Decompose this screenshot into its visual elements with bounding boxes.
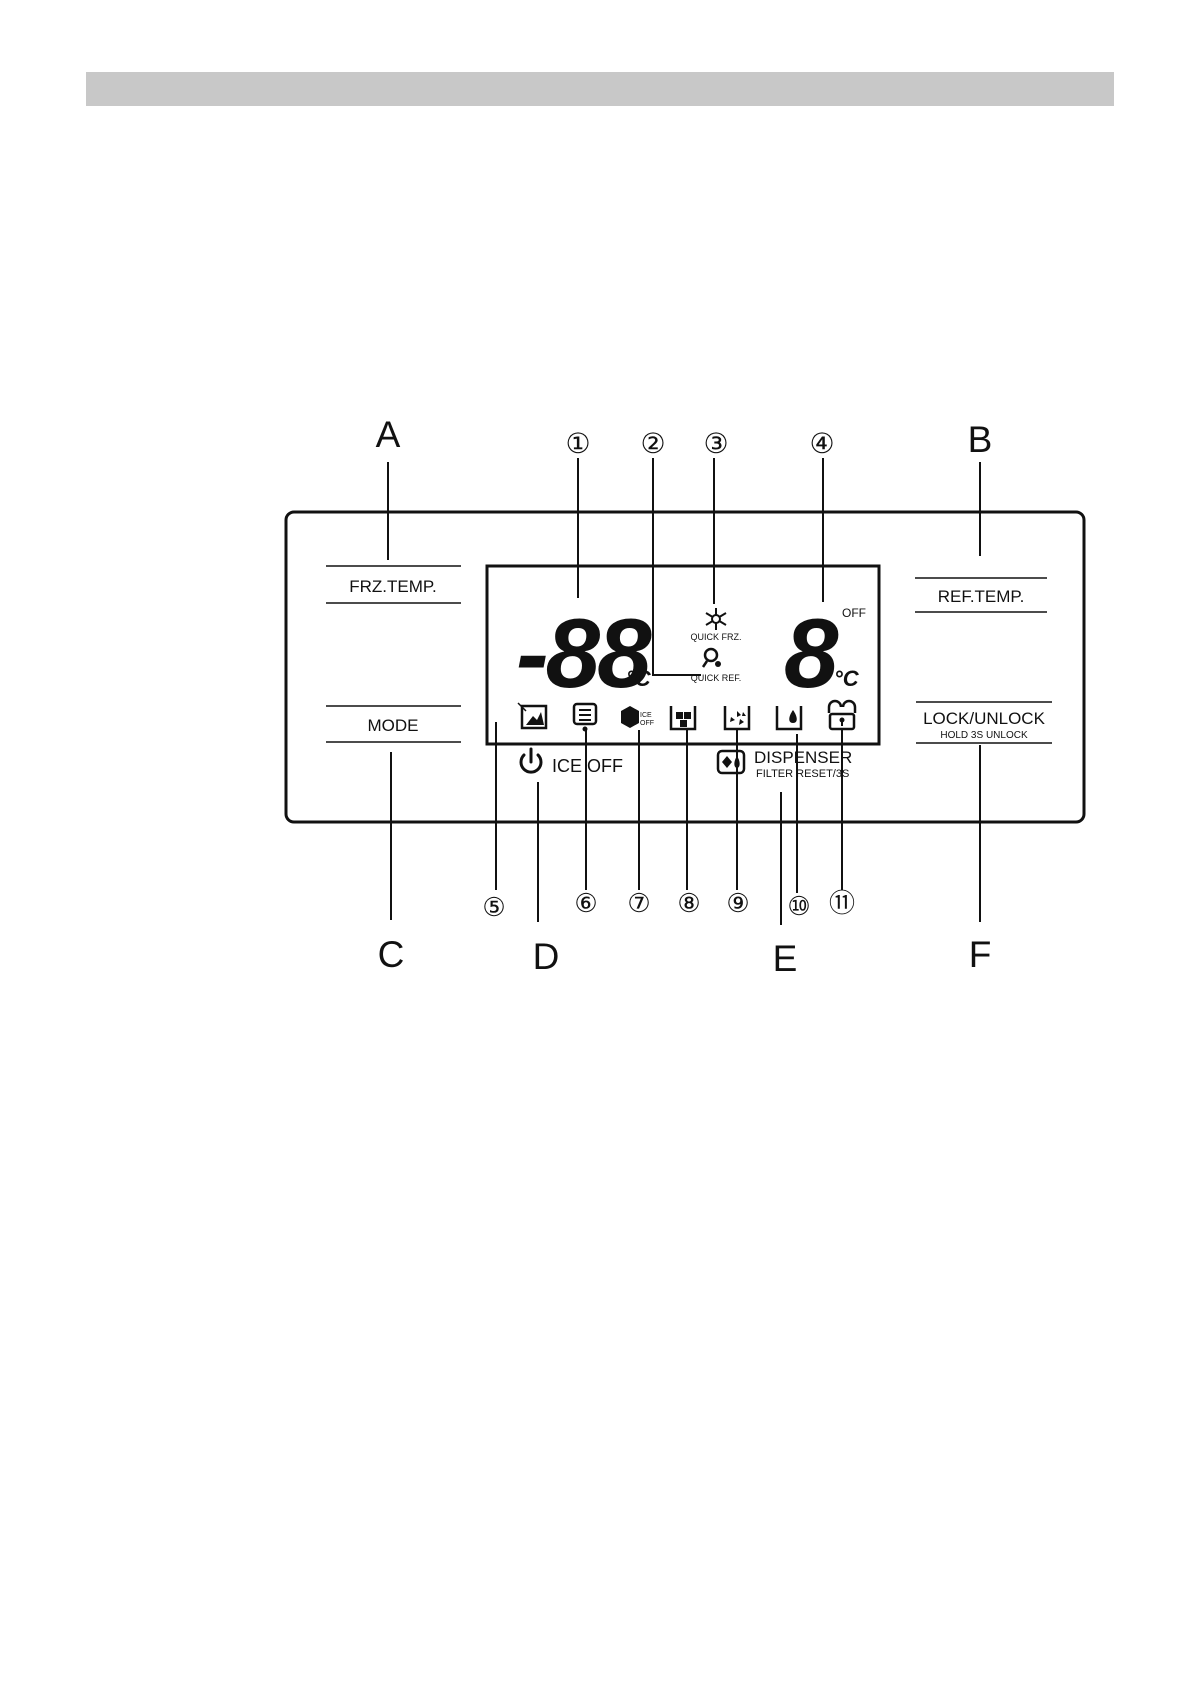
callout-3: ③ [703,427,728,460]
lock-unlock-label: LOCK/UNLOCK [923,709,1046,728]
crushed-ice-icon [723,706,751,731]
padlock-unlocked-icon [827,699,857,731]
callout-8: ⑧ [677,889,700,919]
lock-unlock-hint: HOLD 3S UNLOCK [940,730,1028,741]
quick-ref-label: QUICK REF. [691,673,742,683]
callout-c: C [378,934,405,975]
quick-ref-icon [701,647,721,668]
cubed-ice-icon [669,706,697,731]
callout-2: ② [640,427,665,460]
callout-7: ⑦ [627,889,650,919]
fridge-temp-unit: °C [834,666,860,691]
ice-cube-off-icon: ICE OFF [621,706,654,728]
frz-temp-button[interactable]: FRZ.TEMP. [326,565,461,604]
ref-temp-button[interactable]: REF.TEMP. [915,577,1047,613]
dispenser-button[interactable]: DISPENSER FILTER RESET/3S [716,748,852,780]
panel-outline [284,510,1086,824]
callout-11: ⑪ [829,889,855,919]
fridge-off-indicator: OFF [842,606,866,620]
frz-temp-label: FRZ.TEMP. [349,577,437,596]
callout-e: E [773,938,798,979]
lock-unlock-button[interactable]: LOCK/UNLOCK HOLD 3S UNLOCK [916,701,1052,744]
quick-frz-label: QUICK FRZ. [691,632,742,642]
callout-4: ④ [809,427,834,460]
callout-1: ① [565,427,590,460]
callout-5: ⑤ [482,893,505,923]
water-dispense-icon [572,702,598,732]
fridge-temp-digit: 8 [784,598,839,708]
header-bar [86,72,1114,106]
callout-f: F [969,934,992,975]
snowflake-icon [705,608,727,630]
callout-6: ⑥ [574,889,597,919]
callout-b: B [968,419,993,460]
lcd-display [485,564,881,746]
callout-a: A [376,414,401,455]
leader-2 [652,458,701,676]
mode-label: MODE [368,716,419,735]
ref-temp-label: REF.TEMP. [938,587,1025,606]
svg-text:ICE: ICE [640,712,652,719]
mode-button[interactable]: MODE [326,705,461,743]
water-glass-icon [775,706,803,731]
dispenser-label: DISPENSER [754,748,852,767]
callout-d: D [533,936,560,977]
svg-text:OFF: OFF [640,720,654,727]
callout-10: ⑩ [787,892,810,922]
filter-icon [517,702,548,730]
dispenser-icon [716,749,746,775]
callout-9: ⑨ [726,889,749,919]
freezer-temp-unit: °C [626,666,652,691]
ice-off-button[interactable]: ICE OFF [519,747,623,776]
ice-off-label: ICE OFF [552,756,623,776]
power-icon [519,747,543,774]
dispenser-hint: FILTER RESET/3S [756,768,849,780]
freezer-temp-digits: -88 [516,598,652,708]
